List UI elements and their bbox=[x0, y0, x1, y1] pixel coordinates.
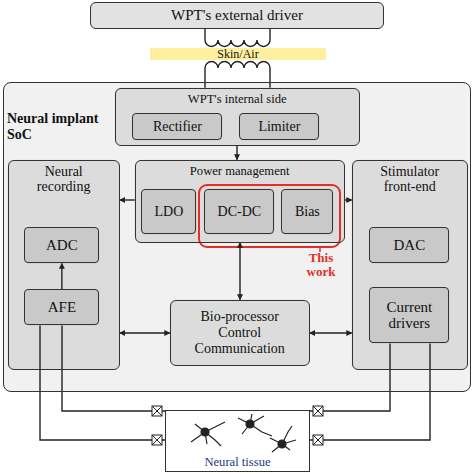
node-fill bbox=[170, 300, 310, 366]
node-fill bbox=[369, 227, 449, 263]
tissue-box: Neural tissue bbox=[165, 410, 310, 472]
node-fill bbox=[24, 227, 99, 263]
driver-box: WPT's external driver bbox=[90, 2, 384, 29]
sub-box: ADC bbox=[24, 227, 99, 263]
node-text: Neural tissue bbox=[166, 455, 309, 469]
node-text: Current drivers bbox=[373, 299, 445, 333]
sub-box: AFE bbox=[24, 289, 99, 325]
node-fill bbox=[239, 113, 319, 140]
node-text: DC-DC bbox=[218, 204, 262, 220]
node-fill bbox=[369, 287, 449, 343]
connector bbox=[205, 29, 270, 88]
block-box: Stimulator front-endDAC Current drivers bbox=[352, 160, 468, 370]
node-fill bbox=[135, 160, 345, 243]
connector bbox=[40, 325, 165, 440]
connector bbox=[61, 263, 62, 289]
connector bbox=[345, 199, 352, 200]
electrode-symbol bbox=[152, 406, 323, 445]
connector bbox=[236, 146, 237, 160]
node-fill bbox=[24, 289, 99, 325]
sub-box: Limiter bbox=[239, 113, 319, 140]
connector bbox=[239, 243, 240, 300]
node-text: WPT's external driver bbox=[171, 7, 303, 24]
sub-box: DAC bbox=[369, 227, 449, 263]
node-text: Stimulator front-end bbox=[364, 164, 456, 195]
neuron-illustration bbox=[191, 414, 296, 452]
node-fill bbox=[165, 410, 310, 472]
node-fill bbox=[141, 189, 196, 234]
sub-box: Bias bbox=[281, 189, 333, 234]
node-text: WPT's internal side bbox=[116, 92, 359, 106]
sub-box: Current drivers bbox=[369, 287, 449, 343]
node-text: Rectifier bbox=[153, 119, 202, 135]
node-fill bbox=[150, 48, 326, 60]
node-fill bbox=[132, 113, 222, 140]
node-text: Neural implant SoC bbox=[7, 111, 117, 142]
skin-band: Skin/Air bbox=[150, 48, 326, 60]
process-box: Bio-processor Control Communication bbox=[170, 300, 310, 366]
node-text: Bio-processor Control Communication bbox=[184, 309, 296, 356]
node-text: DAC bbox=[394, 237, 426, 254]
connector bbox=[120, 199, 135, 200]
node-fill bbox=[352, 160, 468, 370]
block-box: Neural recordingADC AFE bbox=[8, 160, 120, 370]
block-box: Power managementLDO DC-DC Bias bbox=[135, 160, 345, 243]
node-text: Limiter bbox=[258, 119, 300, 135]
node-text: Neural recording bbox=[22, 164, 106, 195]
node-text: AFE bbox=[48, 299, 76, 316]
node-fill bbox=[115, 88, 360, 146]
highlight-outline bbox=[199, 185, 340, 247]
sub-box: LDO bbox=[141, 189, 196, 234]
sub-box: Rectifier bbox=[132, 113, 222, 140]
connector bbox=[310, 332, 352, 333]
block-box: WPT's internal sideRectifier Limiter bbox=[115, 88, 360, 146]
node-fill bbox=[3, 82, 471, 392]
node-fill bbox=[90, 2, 384, 29]
node-fill bbox=[281, 189, 333, 234]
node-fill bbox=[8, 160, 120, 370]
node-text: ADC bbox=[46, 237, 78, 254]
node-text: Power management bbox=[136, 164, 344, 178]
node-text: LDO bbox=[154, 204, 183, 220]
node-fill bbox=[204, 189, 274, 234]
sub-box: DC-DC bbox=[204, 189, 274, 234]
soc-box: Neural implant SoCWPT's internal sideRec… bbox=[3, 82, 471, 392]
node-text: Skin/Air bbox=[217, 48, 258, 60]
node-text: Bias bbox=[295, 204, 320, 220]
connector bbox=[120, 332, 170, 333]
callout-label: This work bbox=[298, 251, 344, 280]
